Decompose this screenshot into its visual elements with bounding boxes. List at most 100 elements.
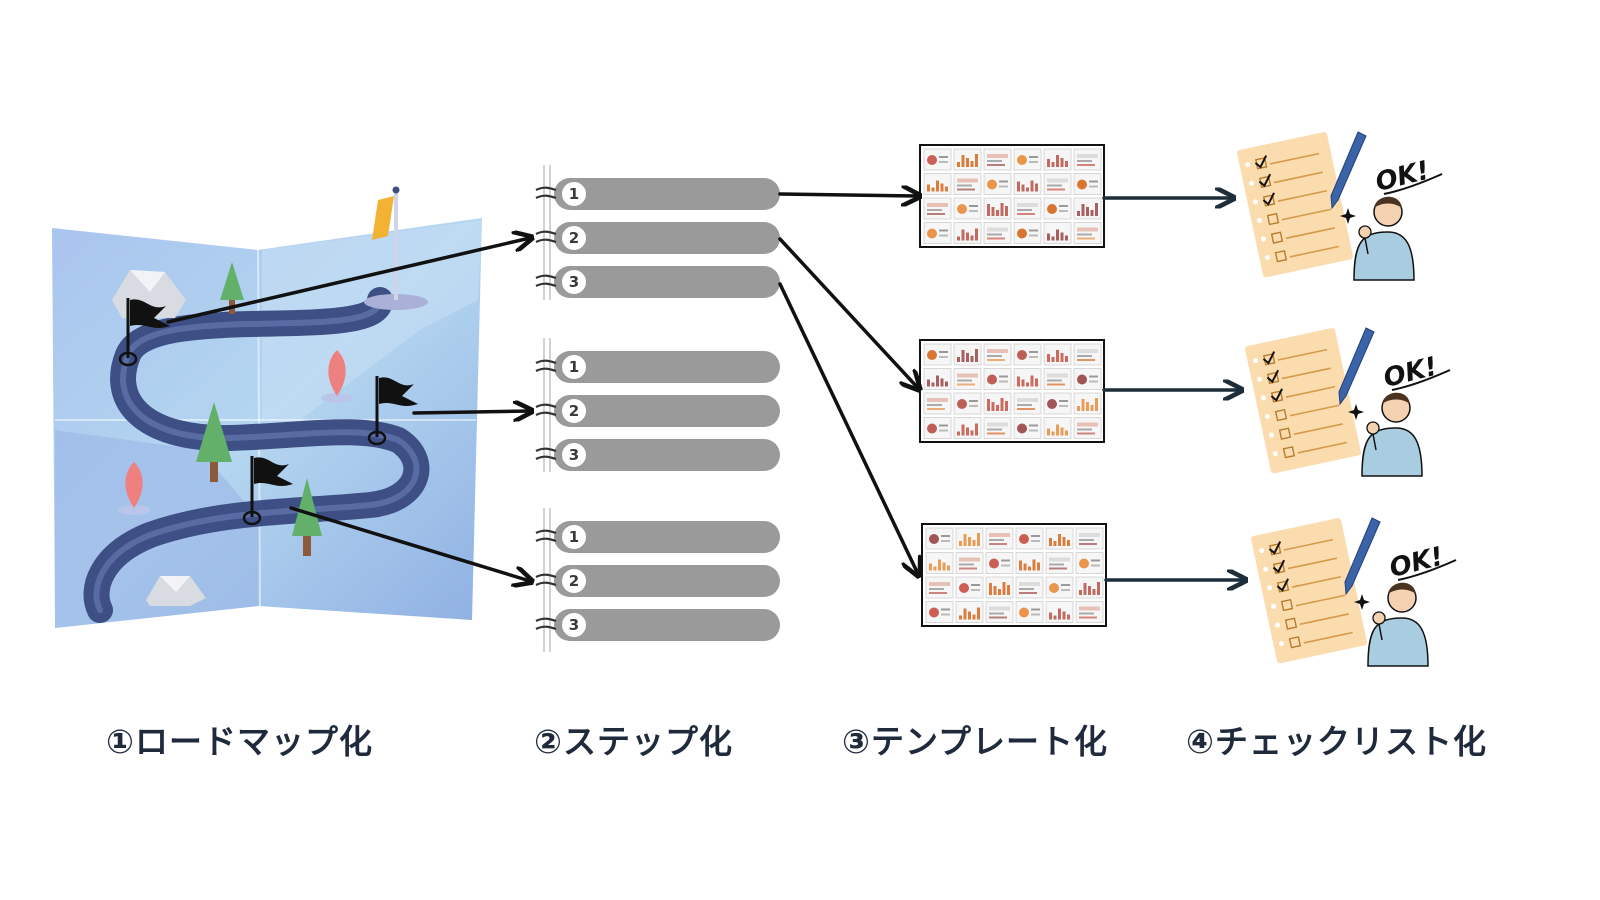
template-thumbnail — [1015, 601, 1044, 623]
template-thumbnail — [983, 197, 1012, 220]
template-thumbnail — [923, 148, 952, 171]
step-notebook: 1 2 3 — [535, 338, 780, 472]
step-bar: 1 — [535, 521, 780, 553]
template-thumbnail — [1043, 368, 1072, 390]
template-thumbnail — [1043, 197, 1072, 220]
template-thumbnail — [1073, 173, 1102, 195]
template-thumbnail — [923, 173, 952, 195]
person-ok-icon — [1367, 582, 1429, 667]
person-ok-icon — [1361, 392, 1423, 477]
template-thumbnail — [983, 368, 1012, 390]
step-bar: 3 — [535, 266, 780, 298]
person-ok-icon — [1353, 196, 1415, 281]
pen-icon — [1338, 327, 1375, 406]
template-thumbnail — [983, 173, 1012, 195]
milestone-flag-icon — [242, 456, 293, 526]
template-thumbnail — [953, 222, 982, 244]
template-thumbnail — [923, 392, 952, 415]
template-thumbnail — [1043, 148, 1072, 171]
step-bar: 2 — [535, 395, 780, 427]
template-thumbnail — [1043, 222, 1072, 244]
step-bar: 2 — [535, 222, 780, 254]
flow-arrow — [289, 506, 530, 581]
flow-arrows — [166, 194, 1244, 581]
step-number: 3 — [569, 446, 579, 464]
template-thumbnail — [1045, 576, 1074, 599]
template-thumbnail — [923, 417, 952, 439]
template-thumbnail — [1043, 392, 1072, 415]
flow-arrow — [778, 237, 918, 388]
template-thumbnail — [925, 527, 954, 550]
template-thumbnail — [1073, 368, 1102, 390]
template-thumbnail — [923, 343, 952, 366]
template-thumbnail — [983, 148, 1012, 171]
template-thumbnail — [1073, 197, 1102, 220]
template-thumbnail — [925, 576, 954, 599]
step-number: 1 — [569, 528, 579, 546]
template-thumbnail — [923, 197, 952, 220]
template-thumbnail — [1075, 527, 1104, 550]
step-number: 2 — [569, 229, 579, 247]
template-grid — [919, 339, 1105, 443]
template-thumbnail — [955, 601, 984, 623]
step-bar: 3 — [535, 609, 780, 641]
step-number: 3 — [569, 273, 579, 291]
map-road-highlight — [93, 297, 420, 613]
checklist-illustration: OK! — [1251, 517, 1457, 667]
template-thumbnail — [923, 368, 952, 390]
template-thumbnail — [955, 576, 984, 599]
checklist-paper — [1245, 328, 1361, 474]
template-thumbnail — [955, 527, 984, 550]
template-thumbnail — [953, 197, 982, 220]
template-thumbnail — [1075, 601, 1104, 623]
template-thumbnail — [1075, 576, 1104, 599]
rock-icon — [146, 576, 206, 606]
template-grid — [921, 523, 1107, 627]
milestone-flag-icon — [118, 298, 170, 367]
template-thumbnail — [1043, 417, 1072, 439]
ok-exclamation: OK! — [1373, 156, 1433, 198]
tree-icon — [292, 478, 322, 556]
template-thumbnail — [1043, 343, 1072, 366]
template-thumbnail — [1073, 343, 1102, 366]
step-bar: 1 — [535, 178, 780, 210]
template-thumbnail — [953, 368, 982, 390]
template-thumbnail — [923, 222, 952, 244]
step-notebook: 1 2 3 — [535, 508, 780, 652]
step-number: 3 — [569, 616, 579, 634]
template-thumbnail — [1073, 222, 1102, 244]
template-thumbnail — [1015, 527, 1044, 550]
template-thumbnail — [953, 148, 982, 171]
step-bar: 3 — [535, 439, 780, 471]
template-thumbnail — [1015, 552, 1044, 574]
template-thumbnail — [983, 417, 1012, 439]
template-thumbnail — [1013, 222, 1042, 244]
flow-arrow — [778, 194, 918, 196]
template-thumbnail — [953, 417, 982, 439]
checklist-illustration: OK! — [1245, 327, 1451, 477]
checklist-paper — [1251, 518, 1367, 664]
step-bar: 1 — [535, 351, 780, 383]
template-thumbnail — [1013, 197, 1042, 220]
template-thumbnail — [1045, 601, 1074, 623]
ok-exclamation: OK! — [1381, 352, 1441, 394]
template-slides — [919, 144, 1107, 627]
pen-icon — [1344, 517, 1381, 596]
template-thumbnail — [1045, 552, 1074, 574]
location-pin-icon — [321, 350, 353, 403]
template-thumbnail — [953, 392, 982, 415]
milestone-flag-icon — [367, 376, 418, 446]
checklist-paper — [1237, 132, 1353, 278]
flow-arrow — [412, 411, 530, 413]
template-thumbnail — [1015, 576, 1044, 599]
template-grid — [919, 144, 1105, 248]
template-thumbnail — [925, 552, 954, 574]
template-thumbnail — [1013, 368, 1042, 390]
template-thumbnail — [1013, 392, 1042, 415]
goal-pole-top — [392, 186, 400, 194]
template-thumbnail — [1045, 527, 1074, 550]
template-thumbnail — [1075, 552, 1104, 574]
location-pin-icon — [118, 462, 150, 515]
